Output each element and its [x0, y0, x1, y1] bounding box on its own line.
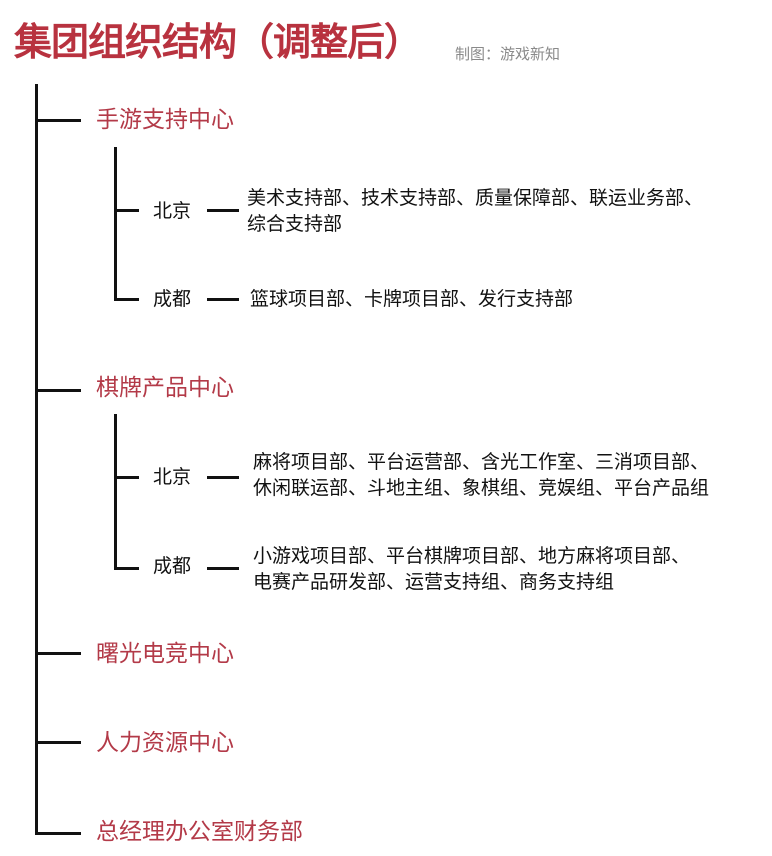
department-line: 小游戏项目部、平台棋牌项目部、地方麻将项目部、 [253, 545, 691, 567]
connector-center-1 [35, 119, 81, 122]
main-trunk-line [35, 84, 38, 835]
department-line: 篮球项目部、卡牌项目部、发行支持部 [250, 288, 574, 310]
connector-center-3 [35, 652, 81, 655]
sub-trunk-line [114, 414, 117, 570]
department-line: 麻将项目部、平台运营部、含光工作室、三消项目部、 [253, 451, 710, 473]
center-node: 人力资源中心 [96, 730, 234, 756]
department-list: 篮球项目部、卡牌项目部、发行支持部 [250, 286, 573, 312]
connector-center-2 [35, 389, 81, 392]
connector-city [114, 567, 139, 570]
department-line: 美术支持部、技术支持部、质量保障部、联运业务部、 [247, 187, 704, 209]
city-node: 成都 [153, 288, 192, 310]
department-list: 美术支持部、技术支持部、质量保障部、联运业务部、 综合支持部 [247, 185, 703, 237]
department-line: 综合支持部 [247, 213, 343, 235]
sub-trunk-line [114, 147, 117, 301]
center-node: 总经理办公室财务部 [96, 819, 303, 845]
credit-label: 制图：游戏新知 [455, 45, 561, 63]
city-node: 北京 [153, 466, 192, 488]
connector-city [114, 476, 139, 479]
connector-city [114, 209, 139, 212]
connector-city [114, 298, 139, 301]
connector-center-5 [35, 832, 81, 835]
department-list: 麻将项目部、平台运营部、含光工作室、三消项目部、 休闲联运部、斗地主组、象棋组、… [253, 449, 709, 501]
connector-dash [207, 298, 239, 301]
department-list: 小游戏项目部、平台棋牌项目部、地方麻将项目部、 电赛产品研发部、运营支持组、商务… [253, 543, 690, 595]
chart-title: 集团组织结构（调整后） [14, 20, 422, 64]
connector-dash [207, 476, 239, 479]
department-line: 电赛产品研发部、运营支持组、商务支持组 [253, 571, 615, 593]
center-node: 曙光电竞中心 [96, 641, 234, 667]
city-node: 北京 [153, 200, 192, 222]
department-line: 休闲联运部、斗地主组、象棋组、竞娱组、平台产品组 [253, 477, 710, 499]
connector-dash [207, 567, 239, 570]
center-node: 棋牌产品中心 [96, 375, 234, 401]
connector-dash [207, 209, 239, 212]
center-node: 手游支持中心 [96, 107, 234, 133]
connector-center-4 [35, 741, 81, 744]
city-node: 成都 [153, 555, 192, 577]
